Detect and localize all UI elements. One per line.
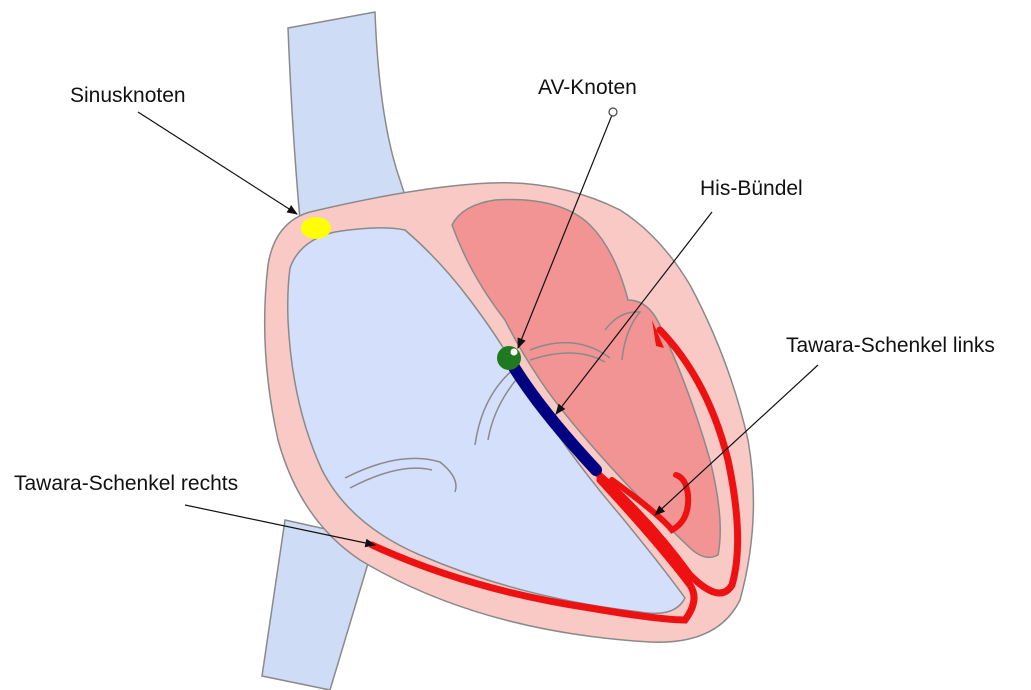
sinus-node — [301, 217, 331, 239]
label-his-buendel: His-Bündel — [700, 177, 803, 200]
label-tawara-rechts: Tawara-Schenkel rechts — [14, 472, 238, 495]
label-av-knoten: AV-Knoten — [538, 76, 637, 99]
label-tawara-links: Tawara-Schenkel links — [786, 334, 995, 357]
av-node — [497, 346, 521, 370]
label-sinusknoten: Sinusknoten — [70, 84, 186, 107]
sinus-leader-arrow — [138, 112, 297, 214]
av-node-highlight — [511, 349, 518, 356]
av-leader-origin — [609, 108, 617, 116]
